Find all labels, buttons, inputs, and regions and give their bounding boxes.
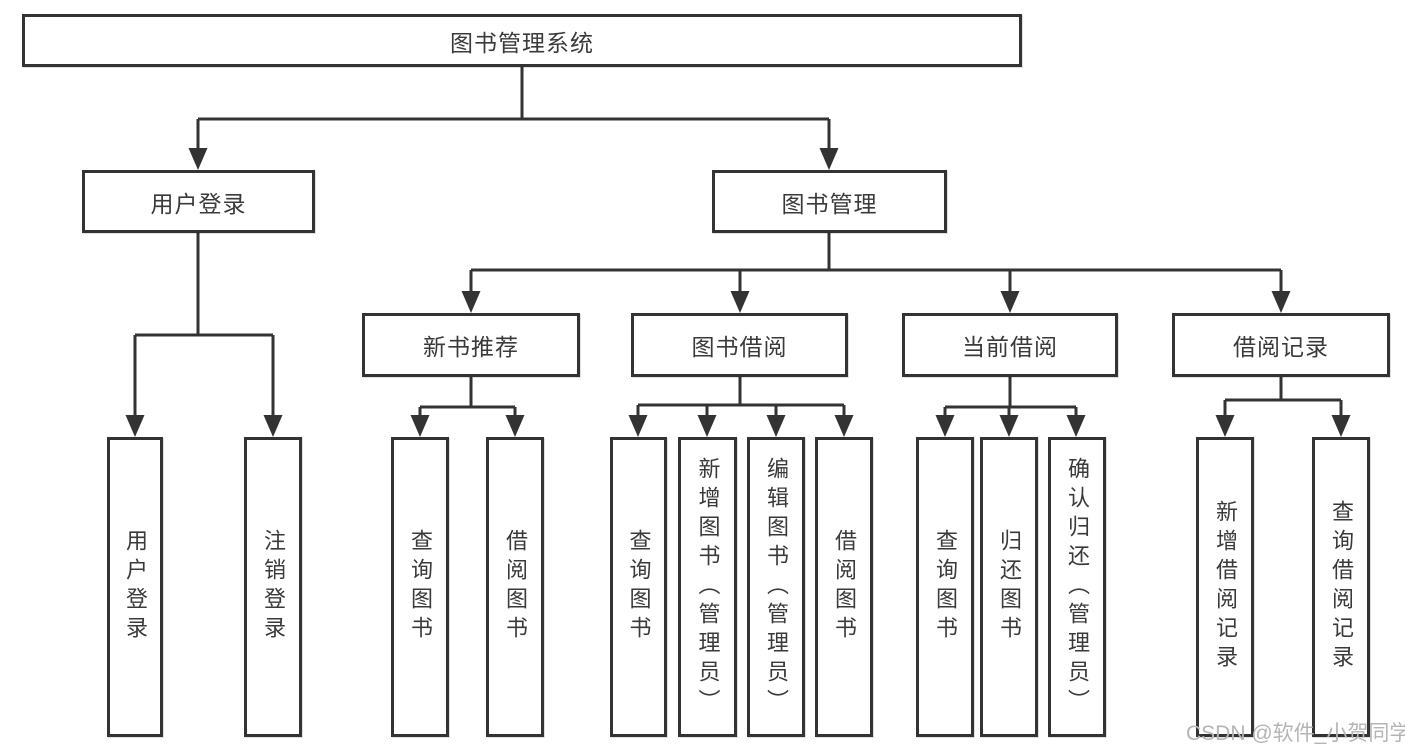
node-leaf-return-books: 归还图书: [980, 437, 1038, 737]
node-leaf-edit-book-admin: 编辑图书（管理员）: [747, 437, 805, 737]
node-borrowing-records: 借阅记录: [1172, 313, 1390, 377]
node-leaf-recommend-query-books: 查询图书: [391, 437, 449, 737]
node-leaf-add-borrow-record: 新增借阅记录: [1196, 437, 1254, 737]
node-user-login: 用户登录: [82, 170, 315, 233]
node-leaf-confirm-return-admin: 确认归还（管理员）: [1048, 437, 1106, 737]
arrowheads: [125, 148, 1351, 437]
node-leaf-borrowing-query-books: 查询图书: [610, 437, 667, 737]
csdn-watermark: CSDN @软件_小贺同学: [1186, 722, 1405, 745]
node-book-borrowing: 图书借阅: [631, 313, 848, 377]
node-leaf-add-book-admin: 新增图书（管理员）: [678, 437, 737, 737]
node-current-borrowing: 当前借阅: [902, 313, 1118, 377]
node-leaf-logout: 注销登录: [244, 437, 302, 737]
node-leaf-current-query-books: 查询图书: [916, 437, 974, 737]
node-root-system: 图书管理系统: [22, 14, 1022, 67]
node-leaf-recommend-borrow-books: 借阅图书: [486, 437, 544, 737]
node-leaf-borrow-books: 借阅图书: [815, 437, 873, 737]
connector-lines: [133, 67, 1343, 417]
node-new-book-recommend: 新书推荐: [362, 313, 580, 377]
node-leaf-user-login: 用户登录: [107, 437, 163, 737]
node-leaf-query-borrow-record: 查询借阅记录: [1312, 437, 1370, 737]
node-book-management: 图书管理: [712, 170, 947, 233]
